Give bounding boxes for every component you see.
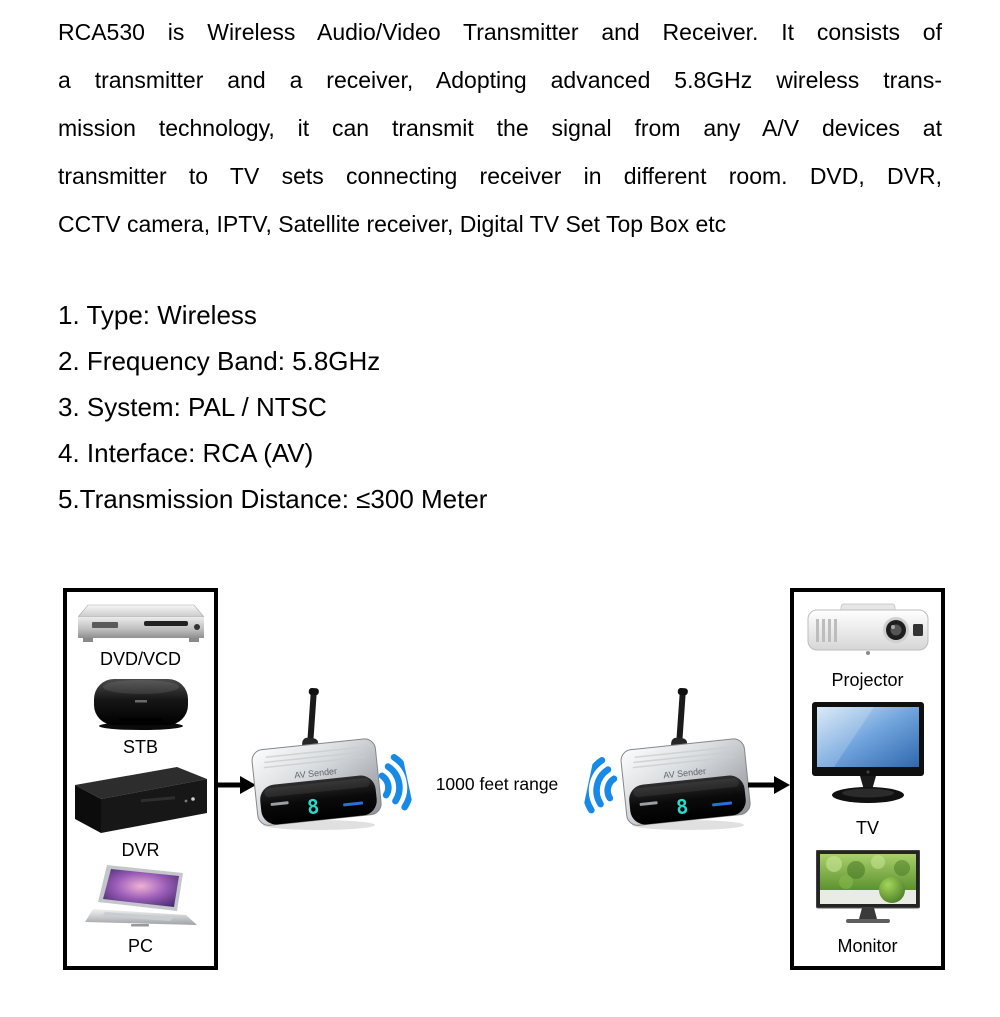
- description-line: a transmitter and a receiver, Adopting a…: [58, 67, 942, 93]
- dvr-icon: [74, 763, 207, 835]
- antenna: [671, 687, 688, 751]
- device-label-monitor: Monitor: [837, 936, 898, 956]
- description-line: CCTV camera, IPTV, Satellite receiver, D…: [58, 211, 727, 237]
- spec-item-type: 1. Type: Wireless: [58, 300, 257, 330]
- spec-item-system: 3. System: PAL / NTSC: [58, 392, 327, 422]
- spec-item-interface: 4. Interface: RCA (AV): [58, 438, 314, 468]
- device-marking: AV Sender: [294, 766, 338, 780]
- connection-diagram: DVD/VCD STB DVR: [0, 560, 1000, 1017]
- projector-icon: [807, 602, 929, 658]
- transmitter-unit: AV Sender 8: [243, 682, 393, 832]
- device-label-dvd: DVD/VCD: [99, 649, 181, 670]
- range-label: 1000 feet range: [435, 774, 559, 794]
- spec-list: 1. Type: Wireless 2. Frequency Band: 5.8…: [58, 292, 487, 522]
- device-display-digit: 8: [306, 794, 320, 819]
- spec-item-distance: 5.Transmission Distance: ≤300 Meter: [58, 484, 488, 514]
- source-devices-box: DVD/VCD STB DVR: [63, 588, 218, 970]
- tv-icon: [811, 702, 924, 806]
- description-line: RCA530 is Wireless Audio/Video Transmitt…: [58, 19, 942, 45]
- monitor-icon: [815, 849, 920, 924]
- device-label-dvr: DVR: [121, 839, 160, 860]
- arrow-to-outputs: [748, 772, 790, 798]
- receiver-unit: AV Sender 8: [612, 682, 762, 832]
- dvd-player-icon: [76, 602, 205, 644]
- device-label-pc: PC: [127, 935, 153, 956]
- description-line: transmitter to TV sets connecting receiv…: [58, 163, 942, 189]
- arrow-to-transmitter: [214, 772, 256, 798]
- set-top-box-icon: [91, 674, 191, 732]
- device-marking: AV Sender: [663, 766, 707, 780]
- output-devices-box: Projector TV: [790, 588, 945, 970]
- spec-item-frequency: 2. Frequency Band: 5.8GHz: [58, 346, 381, 376]
- laptop-icon: [84, 864, 197, 931]
- device-label-tv: TV: [855, 818, 879, 838]
- description-line: mission technology, it can transmit the …: [58, 115, 942, 141]
- product-description: RCA530 is Wireless Audio/Video Transmitt…: [58, 8, 942, 248]
- device-label-projector: Projector: [831, 670, 904, 690]
- device-label-stb: STB: [122, 737, 158, 758]
- device-display-digit: 8: [675, 794, 689, 819]
- antenna: [302, 687, 319, 751]
